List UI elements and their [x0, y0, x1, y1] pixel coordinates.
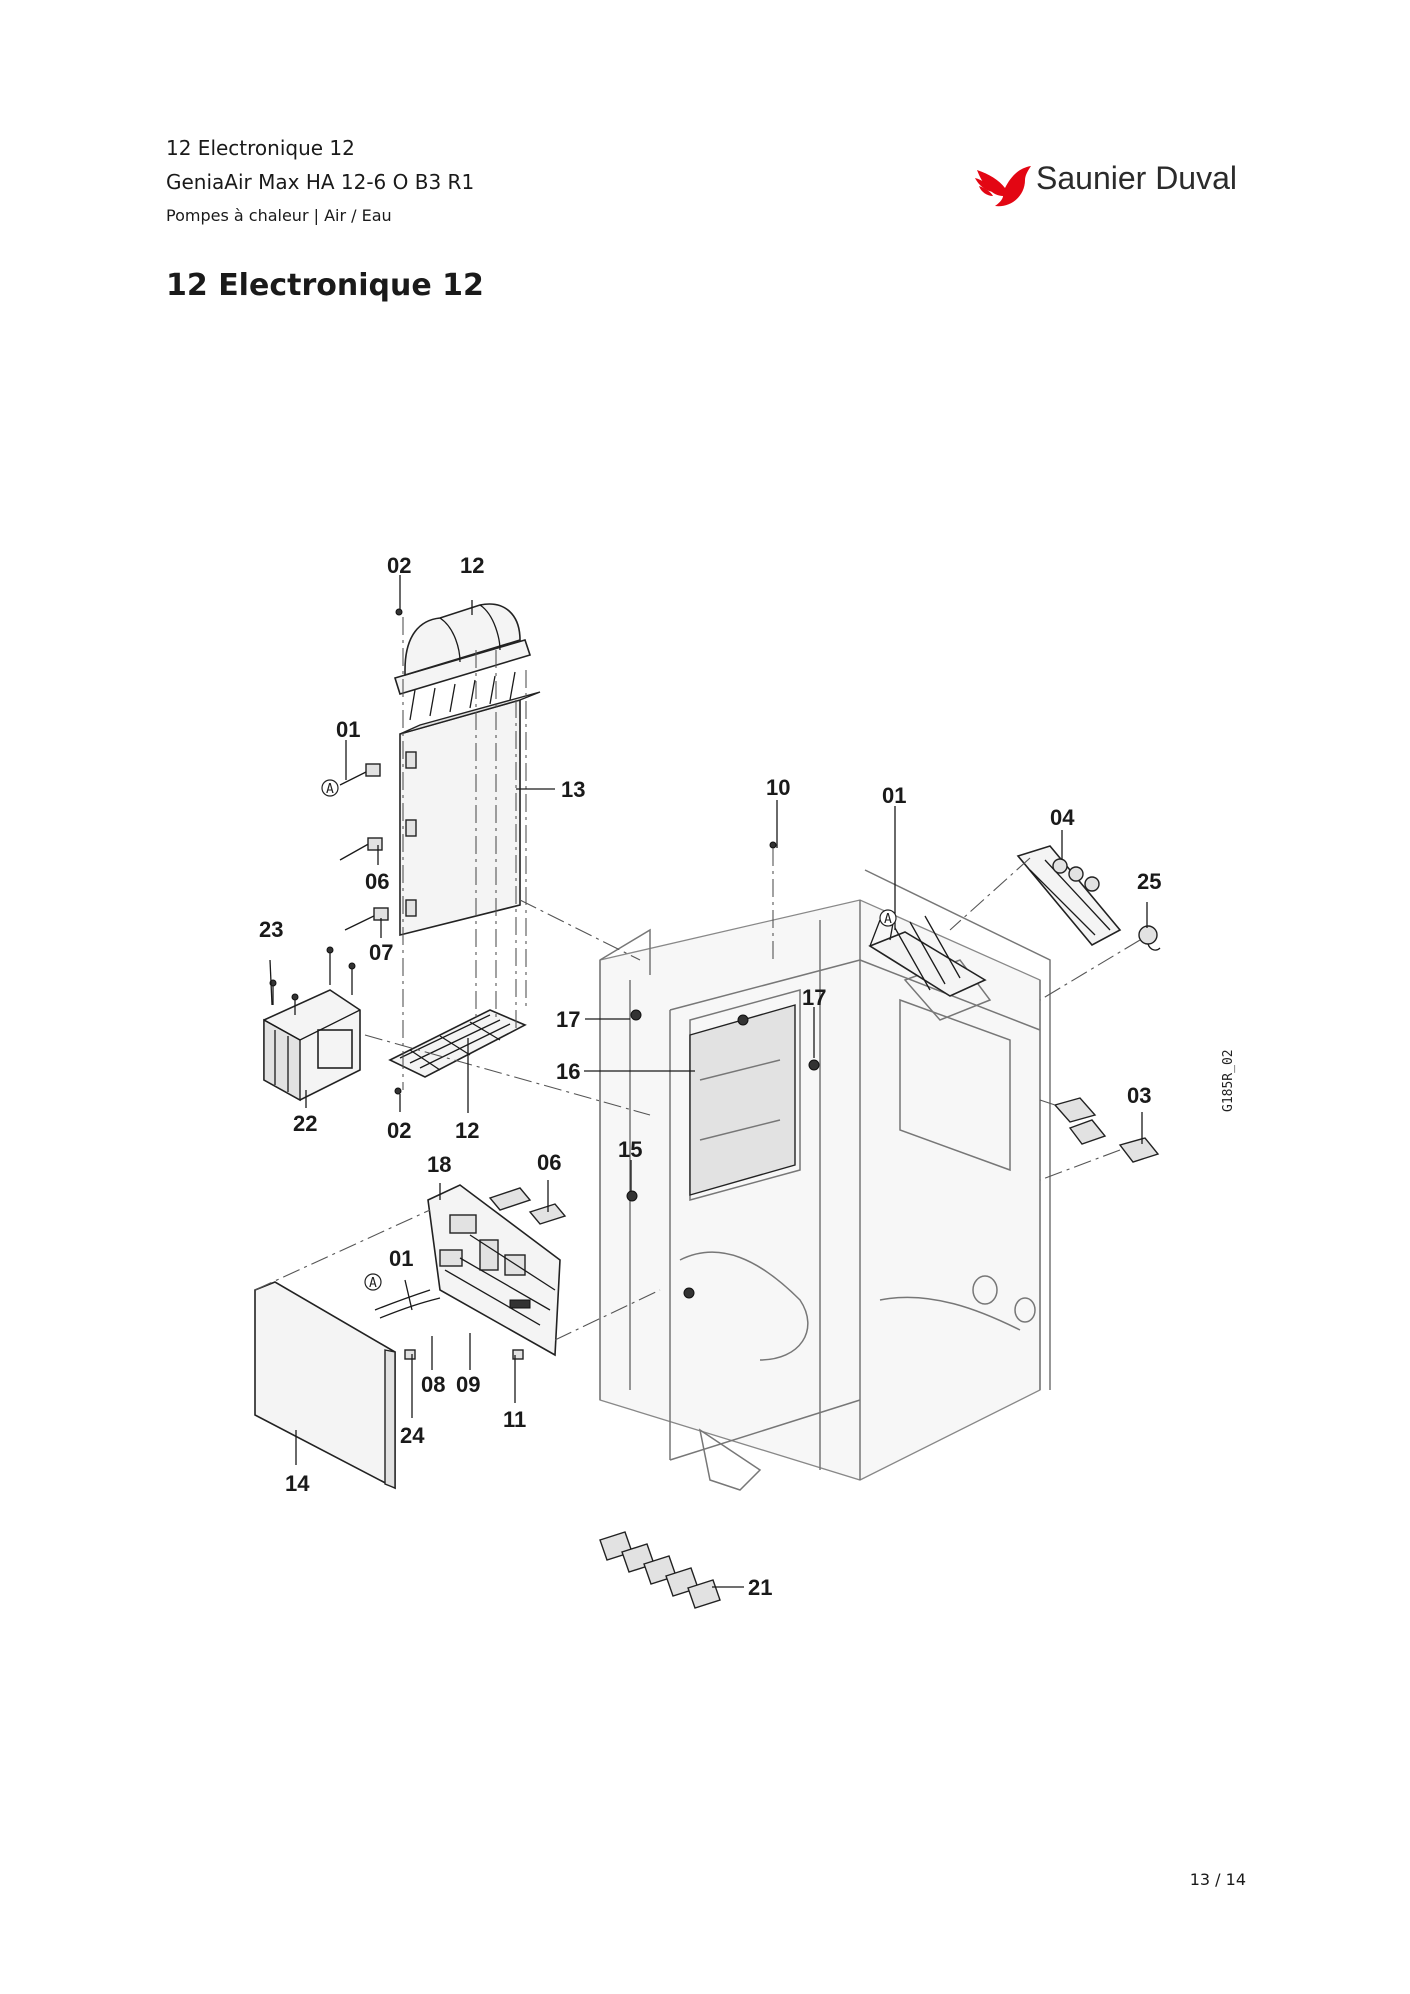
label-14: 14 — [285, 1471, 310, 1496]
label-02-bottom: 02 — [387, 1118, 411, 1143]
label-22: 22 — [293, 1111, 317, 1136]
header-model-line: GeniaAir Max HA 12-6 O B3 R1 — [166, 170, 475, 194]
chassis-frame — [599, 869, 1051, 1491]
svg-text:A: A — [369, 1276, 377, 1291]
label-13: 13 — [561, 777, 585, 802]
small-parts — [339, 608, 820, 1360]
label-10: 10 — [766, 775, 790, 800]
label-09: 09 — [456, 1372, 480, 1397]
label-03: 03 — [1127, 1083, 1151, 1108]
label-08: 08 — [421, 1372, 445, 1397]
terminal-blocks — [599, 1531, 721, 1609]
label-16: 16 — [556, 1059, 580, 1084]
header-category-line: Pompes à chaleur | Air / Eau — [166, 206, 392, 225]
label-06-mid: 06 — [537, 1150, 561, 1175]
brand-name: Saunier Duval — [1036, 160, 1237, 196]
assembly-lines — [254, 617, 1141, 1341]
connection-block — [868, 911, 987, 997]
electronic-box — [399, 671, 541, 937]
top-cover — [393, 603, 532, 695]
header-section-line: 12 Electronique 12 — [166, 136, 355, 160]
label-02-top: 02 — [387, 553, 411, 578]
label-04: 04 — [1050, 805, 1075, 830]
front-cover-plate — [254, 1281, 396, 1490]
transformer — [263, 989, 361, 1102]
label-21: 21 — [748, 1575, 772, 1600]
label-18: 18 — [427, 1152, 451, 1177]
main-circuit-board — [427, 1184, 561, 1357]
leader-lines — [269, 575, 1148, 1588]
label-24: 24 — [400, 1423, 425, 1448]
label-12-top: 12 — [460, 553, 484, 578]
label-01-board: 01 — [389, 1246, 413, 1271]
label-25: 25 — [1137, 869, 1161, 894]
section-title: 12 Electronique 12 — [166, 268, 484, 303]
label-11: 11 — [503, 1407, 526, 1432]
transformer-screws — [269, 946, 356, 1015]
label-07: 07 — [369, 940, 393, 965]
label-17-right: 17 — [802, 985, 826, 1010]
clips — [1053, 1097, 1160, 1163]
label-01-left: 01 — [336, 717, 360, 742]
label-17-left: 17 — [556, 1007, 580, 1032]
sensor — [1138, 925, 1161, 951]
label-01-right: 01 — [882, 783, 906, 808]
page-number: 13 / 14 — [1189, 1870, 1246, 1889]
svg-text:A: A — [884, 912, 892, 927]
label-12-bottom: 12 — [455, 1118, 479, 1143]
marker-a-left: A — [321, 779, 339, 797]
marker-a-right: A — [879, 909, 897, 927]
bird-icon — [975, 166, 1031, 207]
label-06-left: 06 — [365, 869, 389, 894]
marker-a-board: A — [364, 1273, 382, 1291]
bottom-grid-plate — [388, 1009, 527, 1078]
svg-text:A: A — [326, 782, 334, 797]
label-23: 23 — [259, 917, 283, 942]
inverter-board — [1016, 845, 1122, 947]
brand-logo — [975, 166, 1031, 207]
label-15: 15 — [618, 1137, 642, 1162]
drawing-reference: G185R_02 — [1221, 1049, 1236, 1112]
